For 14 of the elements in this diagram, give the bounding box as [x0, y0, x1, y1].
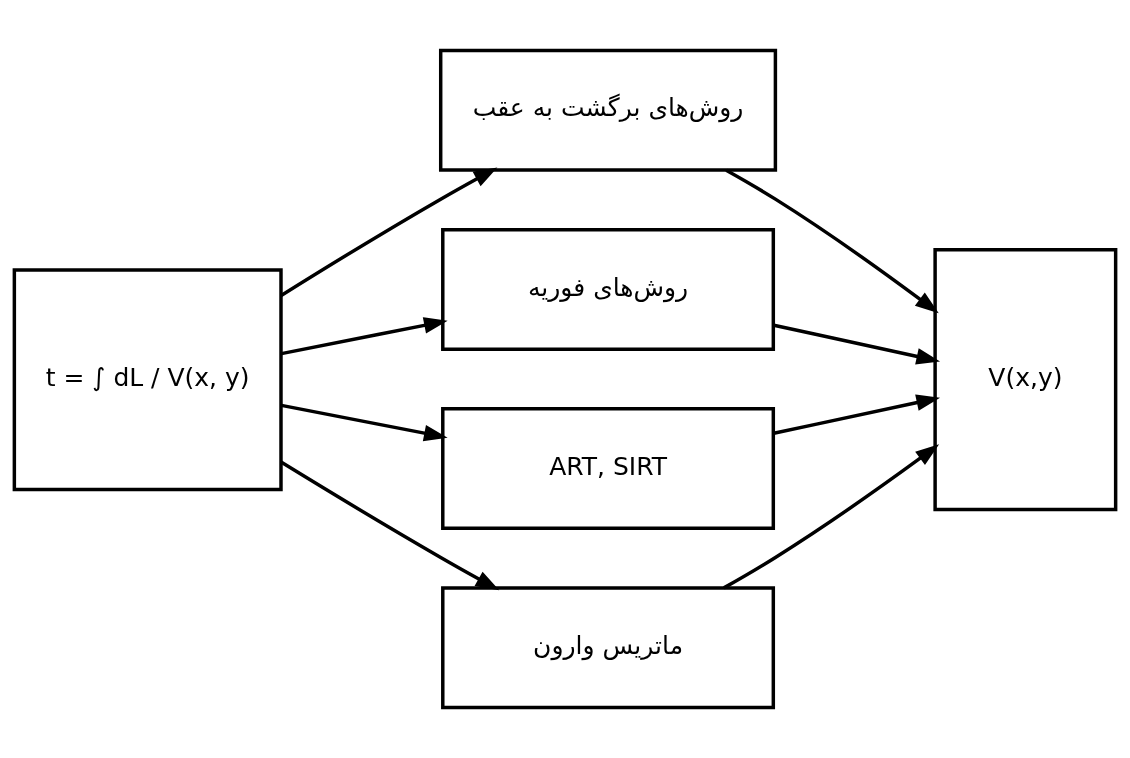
arrow [280, 167, 498, 297]
node-box: ماتریس وارون [441, 586, 776, 710]
node-box: روش‌های فوریه [441, 227, 776, 351]
arrow [723, 444, 940, 590]
arrow [281, 317, 448, 356]
node-box: ART, SIRT [441, 407, 776, 531]
node-box: روش‌های برگشت به عقب [438, 48, 778, 172]
node-box: t = ∫ dL / V(x, y) [12, 268, 283, 492]
arrow [280, 460, 500, 591]
arrow [725, 168, 939, 314]
node-box: V(x,y) [933, 248, 1118, 512]
arrow [773, 394, 941, 435]
arrow [281, 403, 448, 442]
arrow [773, 323, 941, 365]
